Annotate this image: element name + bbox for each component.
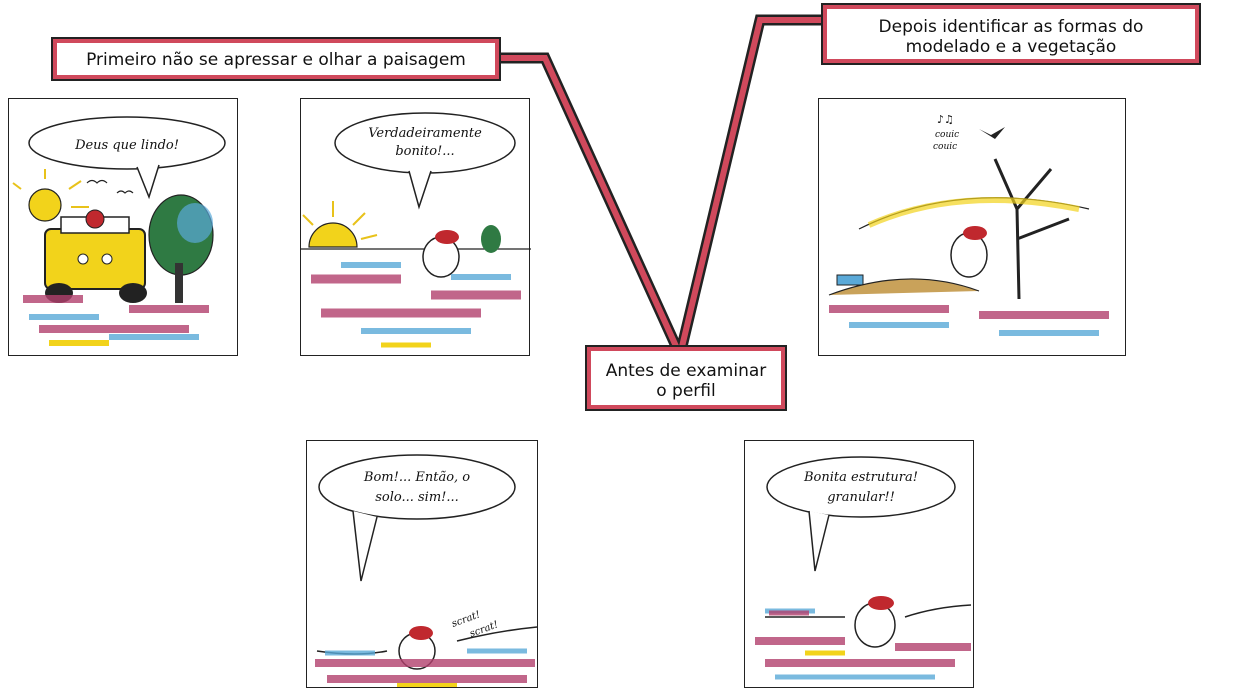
tree-scene-illustration: ♪♫ couic couic: [828, 113, 1109, 336]
caption-before: Antes de examinar o perfil: [585, 345, 787, 411]
jeep-speech-text: Deus que lindo!: [74, 138, 179, 153]
jeep-scene-illustration: Deus que lindo!: [12, 116, 226, 346]
caption-then-line-2: modelado e a vegetação: [905, 37, 1117, 57]
bird-icon: [979, 127, 1005, 139]
bare-tree-icon: [993, 158, 1070, 300]
granular-scene-illustration: Bonita estrutura! granular!!: [755, 456, 972, 680]
caption-first: Primeiro não se apressar e olhar a paisa…: [51, 37, 501, 81]
comic-panel-jeep: Deus que lindo!: [8, 98, 238, 356]
caption-before-line-2: o perfil: [656, 381, 716, 401]
digging-speech-line-2: solo... sim!...: [375, 490, 459, 505]
digging-scene-illustration: Bom!... Então, o solo... sim!... scrat! …: [315, 454, 538, 687]
tree-icon: [148, 194, 214, 303]
music-notes-icon: ♪♫: [937, 113, 954, 126]
caption-then-line-1: Depois identificar as formas do: [878, 17, 1144, 37]
sunset-speech-line-2: bonito!...: [395, 144, 454, 159]
sign-icon: [836, 274, 864, 286]
comic-panel-digging: Bom!... Então, o solo... sim!... scrat! …: [306, 440, 538, 688]
sunset-speech-line-1: Verdadeiramente: [368, 126, 482, 141]
character-icon: [950, 226, 988, 278]
sunset-scene-illustration: Verdadeiramente bonito!...: [301, 112, 531, 348]
comic-panel-tree: ♪♫ couic couic: [818, 98, 1126, 356]
bird-sound-1: couic: [935, 130, 959, 140]
character-icon: [422, 230, 460, 278]
jeep-icon: [44, 209, 147, 303]
digging-speech-line-1: Bom!... Então, o: [363, 470, 470, 485]
setting-sun-icon: [302, 201, 378, 248]
caption-before-line-1: Antes de examinar: [605, 361, 767, 381]
comic-panel-sunset: Verdadeiramente bonito!...: [300, 98, 531, 356]
granular-speech-line-1: Bonita estrutura!: [803, 470, 918, 485]
character-icon: [854, 596, 896, 648]
granular-speech-line-2: granular!!: [827, 490, 895, 505]
bird-sound-2: couic: [933, 142, 957, 152]
caption-then: Depois identificar as formas do modelado…: [821, 3, 1201, 65]
comic-panel-granular: Bonita estrutura! granular!!: [744, 440, 974, 688]
caption-first-text: Primeiro não se apressar e olhar a paisa…: [86, 50, 466, 70]
